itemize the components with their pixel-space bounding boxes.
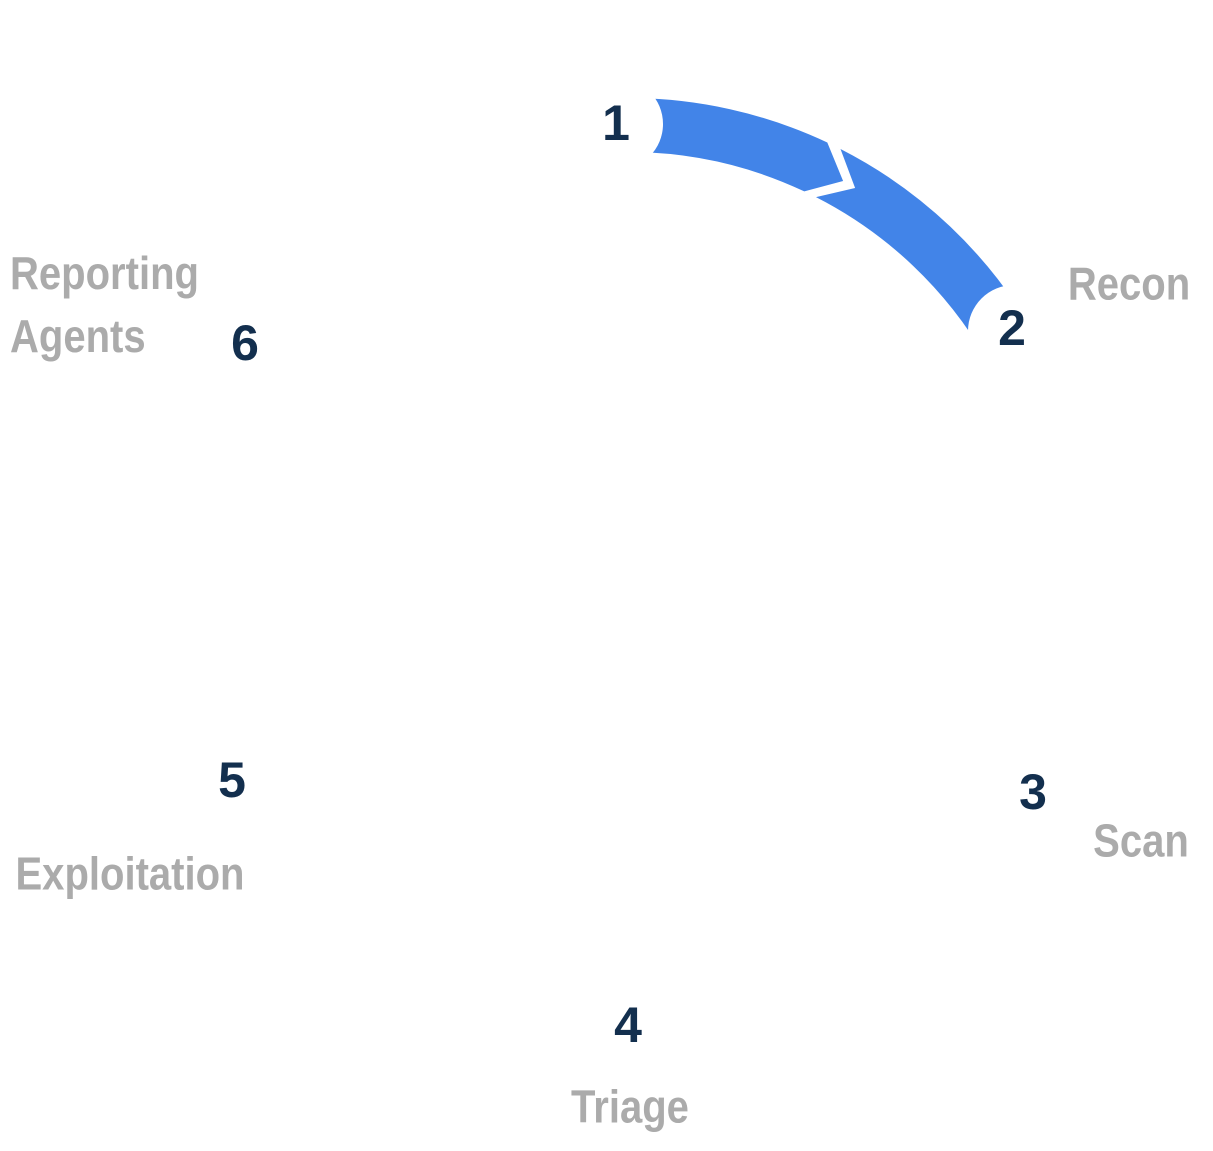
stage-number-4: 4	[614, 997, 642, 1053]
stage-label-reporting-line2: Agents	[10, 310, 146, 362]
arrow-ribbon-lead-segment	[628, 97, 844, 192]
stage-number-3: 3	[1019, 764, 1047, 820]
stage-number-6: 6	[231, 315, 259, 371]
stage-label-exploitation: Exploitation	[15, 847, 245, 900]
stage-label-triage: Triage	[571, 1080, 689, 1133]
stage-label-reporting-agents: Reporting Agents	[10, 242, 199, 368]
arrow-ribbon-head-segment	[816, 149, 1034, 359]
stage-label-scan: Scan	[1093, 814, 1189, 867]
stage-number-2: 2	[998, 300, 1026, 356]
stage-label-recon: Recon	[1067, 257, 1191, 310]
stage-label-reporting-line1: Reporting	[10, 247, 199, 299]
stage-number-1: 1	[602, 95, 630, 151]
stage-number-5: 5	[218, 752, 246, 808]
